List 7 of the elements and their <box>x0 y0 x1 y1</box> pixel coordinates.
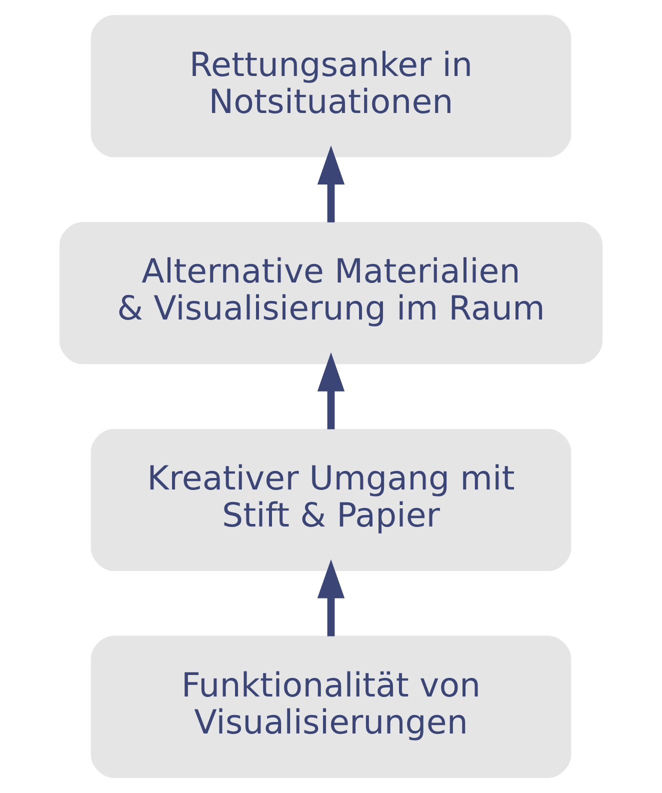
node-box: Kreativer Umgang mit Stift & Papier <box>90 428 572 572</box>
node-box: Funktionalität von Visualisierungen <box>90 636 572 778</box>
arrow <box>317 559 345 636</box>
arrow <box>317 146 345 222</box>
node-box: Rettungsanker in Notsituationen <box>90 15 572 158</box>
arrow <box>317 352 345 430</box>
node-box: Alternative Materialien & Visualisierung im Raum <box>59 222 603 364</box>
